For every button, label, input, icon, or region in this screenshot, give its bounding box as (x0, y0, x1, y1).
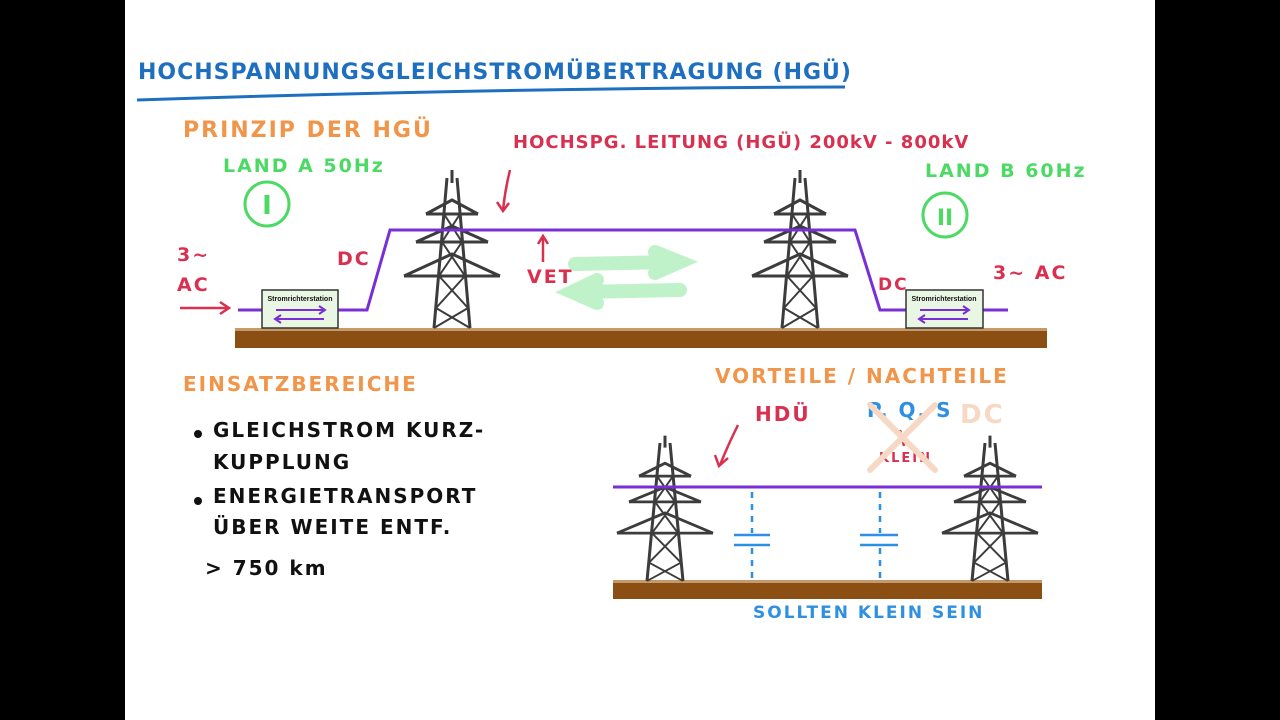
tower-top-left (402, 168, 502, 330)
capacitor-right-icon (860, 492, 898, 580)
hdu-label: HDÜ (755, 402, 811, 426)
faded-cross-icon (867, 402, 938, 473)
capacitor-left-icon (734, 492, 770, 580)
left-dc-label: DC (337, 248, 371, 270)
right-dc-label: DC (878, 275, 909, 295)
arrow-ac-in-icon (180, 300, 232, 316)
usage-bullet2-line2: ÜBER WEITE ENTF. (213, 515, 453, 539)
hvdc-line (338, 228, 906, 312)
circle-ii-number: II (937, 206, 953, 231)
arrow-line-icon (495, 169, 512, 214)
arrow-vet-icon (536, 233, 550, 262)
arrow-hdu-icon (713, 424, 740, 469)
bullet-1 (194, 430, 202, 438)
land-a-label: LAND A 50Hz (223, 155, 385, 177)
usage-bullet1-line2: KUPPLUNG (213, 450, 352, 474)
tower-bottom-left (615, 434, 715, 583)
circle-i (243, 180, 291, 228)
pros-cons-heading: VORTEILE / NACHTEILE (715, 364, 1009, 388)
dc-faded-label: DC (960, 400, 1005, 430)
svg-text:Stromrichterstation: Stromrichterstation (268, 296, 333, 303)
whiteboard: HOCHSPANNUNGSGLEICHSTROMÜBERTRAGUNG (HGÜ… (125, 0, 1155, 720)
converter-station-left: Stromrichterstation (261, 289, 339, 329)
hv-line-label: HOCHSPG. LEITUNG (HGÜ) 200kV - 800kV (513, 132, 970, 153)
circle-i-number: I (262, 191, 272, 221)
usage-bullet1-line1: GLEICHSTROM KURZ- (213, 418, 486, 442)
bottom-note: SOLLTEN KLEIN SEIN (753, 603, 985, 623)
tower-top-right (750, 168, 850, 330)
land-b-label: LAND B 60Hz (925, 160, 1087, 182)
principle-heading: PRINZIP DER HGÜ (183, 118, 433, 143)
page-title: HOCHSPANNUNGSGLEICHSTROMÜBERTRAGUNG (HGÜ… (138, 60, 852, 85)
svg-text:Stromrichterstation: Stromrichterstation (912, 296, 977, 303)
ground-bottom (613, 580, 1042, 599)
right-ac-label: 3~ AC (993, 262, 1068, 284)
ground-top (235, 328, 1047, 348)
usage-bullet2-line1: ENERGIETRANSPORT (213, 484, 478, 508)
converter-station-right: Stromrichterstation (905, 289, 984, 329)
circle-ii (921, 191, 969, 239)
energy-flow-arrows-icon (555, 245, 699, 310)
usage-heading: EINSATZBEREICHE (183, 372, 418, 396)
left-ac-label: 3~ AC (177, 244, 211, 296)
bullet-2 (194, 497, 202, 505)
usage-bullet2-line3: > 750 km (205, 556, 328, 580)
tower-bottom-right (940, 434, 1040, 583)
title-underline (136, 85, 846, 102)
vet-label: VET (527, 266, 574, 288)
